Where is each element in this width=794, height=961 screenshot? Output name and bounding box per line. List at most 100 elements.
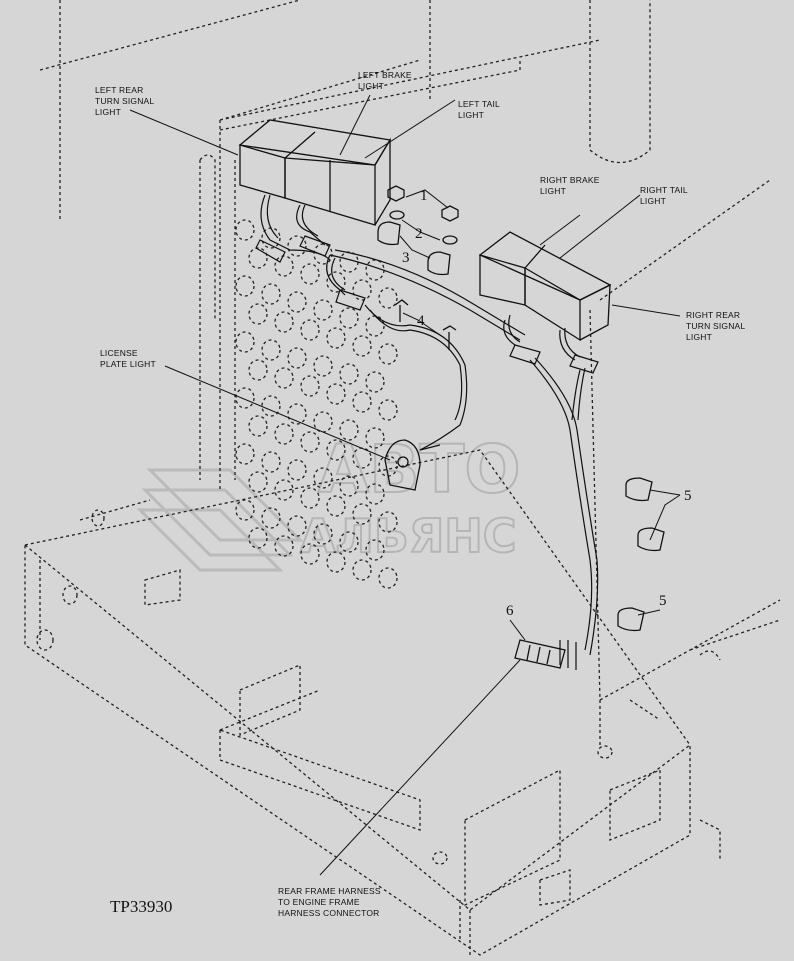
- perforation-hole: [235, 331, 255, 353]
- label-right-rear-turn-1: RIGHT REAR: [686, 310, 740, 320]
- perforation-hole: [313, 467, 333, 489]
- perforation-hole: [274, 255, 294, 277]
- watermark: АВТО АЛЬЯНС: [136, 430, 522, 572]
- perforation-hole: [339, 363, 359, 385]
- perforation-hole: [261, 451, 281, 473]
- perforation-hole: [235, 275, 255, 297]
- perforation-hole: [235, 499, 255, 521]
- perforation-hole: [235, 219, 255, 241]
- perforation-hole: [352, 279, 372, 301]
- perforation-hole: [274, 423, 294, 445]
- perforation-hole: [365, 483, 385, 505]
- perforation-hole: [365, 539, 385, 561]
- perforation-hole: [365, 427, 385, 449]
- perforation-hole: [313, 355, 333, 377]
- label-left-tail-1: LEFT TAIL: [458, 99, 500, 109]
- perforation-hole: [352, 559, 372, 581]
- label-right-tail-2: LIGHT: [640, 196, 666, 206]
- label-license-2: PLATE LIGHT: [100, 359, 156, 369]
- callout-3: 3: [402, 250, 410, 266]
- perforation-hole: [326, 383, 346, 405]
- label-left-tail-2: LIGHT: [458, 110, 484, 120]
- perforation-hole: [326, 271, 346, 293]
- perforation-hole: [378, 511, 398, 533]
- label-left-rear-turn-3: LIGHT: [95, 107, 121, 117]
- perforation-hole: [339, 251, 359, 273]
- perforation-hole: [274, 311, 294, 333]
- perforation-hole: [352, 335, 372, 357]
- label-right-brake-1: RIGHT BRAKE: [540, 175, 600, 185]
- callout-4: 4: [417, 313, 425, 329]
- label-right-rear-turn-2: TURN SIGNAL: [686, 321, 745, 331]
- leader-lines: [129, 94, 681, 876]
- left-light-assembly: [238, 119, 392, 226]
- perforation-hole: [352, 391, 372, 413]
- perforation-hole: [300, 263, 320, 285]
- perforation-hole: [248, 471, 268, 493]
- perforation-hole: [287, 235, 307, 257]
- label-harness-3: HARNESS CONNECTOR: [278, 908, 379, 918]
- perforation-hole: [326, 495, 346, 517]
- callout-5b: 5: [659, 593, 667, 609]
- perforation-hole: [365, 371, 385, 393]
- perforation-hole: [378, 399, 398, 421]
- perforation-hole: [300, 375, 320, 397]
- license-plate-light: [384, 439, 441, 491]
- perforation-hole: [300, 319, 320, 341]
- right-light-assembly: [478, 231, 612, 342]
- label-harness-1: REAR FRAME HARNESS: [278, 886, 381, 896]
- perforation-hole: [339, 531, 359, 553]
- perforation-hole: [300, 543, 320, 565]
- perforation-hole: [339, 419, 359, 441]
- perforation-hole: [326, 439, 346, 461]
- perforation-hole: [300, 487, 320, 509]
- perforation-hole: [313, 299, 333, 321]
- perforation-hole: [352, 503, 372, 525]
- label-right-tail-1: RIGHT TAIL: [640, 185, 688, 195]
- perforation-hole: [365, 315, 385, 337]
- perforation-hole: [261, 395, 281, 417]
- label-left-brake-2: LIGHT: [358, 81, 384, 91]
- vehicle-frame-outline: [24, 0, 781, 956]
- callout-2: 2: [415, 226, 423, 242]
- perforation-hole: [287, 459, 307, 481]
- perforation-hole: [287, 291, 307, 313]
- perforation-hole: [274, 367, 294, 389]
- perforation-hole: [326, 551, 346, 573]
- perforation-hole: [274, 535, 294, 557]
- label-left-rear-turn-1: LEFT REAR: [95, 85, 143, 95]
- harness-connector-part: [514, 639, 566, 669]
- label-harness-2: TO ENGINE FRAME: [278, 897, 360, 907]
- perforation-hole: [248, 247, 268, 269]
- callout-6: 6: [506, 603, 514, 619]
- perforation-hole: [287, 515, 307, 537]
- callout-1: 1: [420, 188, 428, 204]
- label-license-1: LICENSE: [100, 348, 138, 358]
- perforation-hole: [248, 359, 268, 381]
- perforation-hole: [235, 387, 255, 409]
- perforation-hole: [248, 303, 268, 325]
- perforation-hole: [378, 287, 398, 309]
- panel-perforations: [235, 219, 398, 589]
- perforation-hole: [261, 283, 281, 305]
- label-right-brake-2: LIGHT: [540, 186, 566, 196]
- perforation-hole: [339, 475, 359, 497]
- perforation-hole: [261, 507, 281, 529]
- label-right-rear-turn-3: LIGHT: [686, 332, 712, 342]
- label-left-brake-1: LEFT BRAKE: [358, 70, 412, 80]
- watermark-logo: [136, 468, 304, 572]
- perforation-hole: [378, 567, 398, 589]
- perforation-hole: [365, 259, 385, 281]
- figure-id: TP33930: [110, 897, 172, 916]
- perforation-hole: [261, 339, 281, 361]
- perforation-hole: [248, 415, 268, 437]
- perforation-hole: [248, 527, 268, 549]
- perforation-hole: [300, 431, 320, 453]
- part-labels: LEFT REAR TURN SIGNAL LIGHT LEFT BRAKE L…: [95, 70, 745, 918]
- perforation-hole: [326, 327, 346, 349]
- callout-5a: 5: [684, 488, 692, 504]
- perforation-hole: [287, 347, 307, 369]
- watermark-line2: АЛЬЯНС: [300, 509, 517, 563]
- perforation-hole: [274, 479, 294, 501]
